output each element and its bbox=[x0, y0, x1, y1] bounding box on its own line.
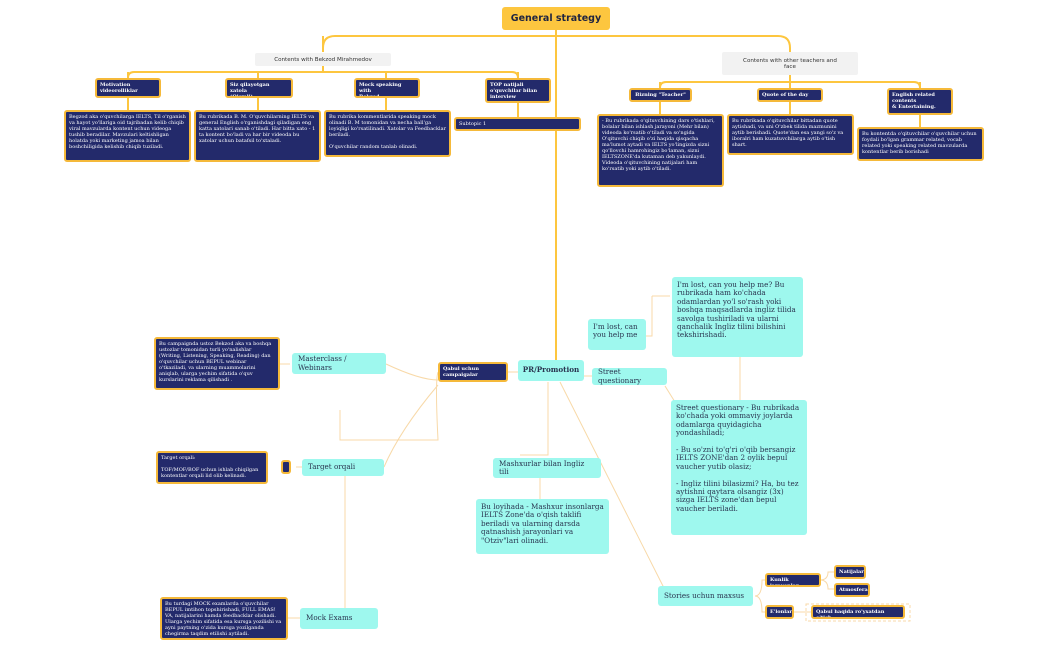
desc-quote-of-day[interactable]: Bu rubrikada o'qituvchilar bittadan quot… bbox=[727, 114, 854, 155]
branch-other-teachers[interactable]: Contents with other teachers and face bbox=[722, 52, 858, 75]
topic-mock-speaking[interactable]: Mock speaking with Bekzod Mirahmedov bbox=[354, 78, 420, 98]
topic-quote-of-day[interactable]: Quote of the day bbox=[757, 88, 823, 102]
topic-admission-registration[interactable]: Qabul haqida ro'yxatdan o'tish bbox=[811, 605, 905, 619]
topic-famous-english[interactable]: Mashxurlar bilan Ingliz tili bbox=[493, 458, 601, 478]
topic-qabul-campaigns[interactable]: Qabul uchun campaigalar bbox=[438, 362, 508, 382]
topic-masterclass[interactable]: Masterclass / Webinars bbox=[292, 353, 386, 374]
topic-our-teacher[interactable]: Bizning "Teacher" bbox=[629, 88, 692, 102]
topic-announcements[interactable]: E'lonlar bbox=[765, 605, 794, 619]
topic-target[interactable]: Target orqali bbox=[302, 459, 384, 476]
central-topic[interactable]: General strategy bbox=[502, 7, 610, 30]
desc-english-related[interactable]: Bu kontentda o'qituvchilar o'quvchilar u… bbox=[857, 127, 984, 161]
topic-mock-exams[interactable]: Mock Exams bbox=[300, 608, 378, 629]
desc-mock-exams[interactable]: Bu turdagi MOCK examlarda o'quvchilar BE… bbox=[160, 597, 288, 640]
topic-im-lost[interactable]: I'm lost, can you help me bbox=[588, 319, 646, 350]
topic-street-questionary[interactable]: Street questionary bbox=[592, 368, 667, 385]
topic-stories[interactable]: Stories uchun maxsus bbox=[658, 586, 753, 606]
desc-our-teacher[interactable]: - Bu rubrikada o'qituvchining dars o'tis… bbox=[597, 114, 724, 187]
desc-mistakes[interactable]: Bu rubrikada B. M. O'quvchilarning IELTS… bbox=[194, 110, 321, 162]
desc-mock-speaking[interactable]: Bu rubrika kommentlarida speaking mock o… bbox=[324, 110, 451, 157]
topic-mistakes[interactable]: Siz qilayotgan xatola (Qismli) bbox=[225, 78, 293, 98]
collapse-marker-icon[interactable] bbox=[281, 460, 291, 474]
subtopic-1[interactable]: Subtopic 1 bbox=[454, 117, 581, 131]
desc-masterclass[interactable]: Bu campaignda ustoz Bekzod aka va boshqa… bbox=[154, 337, 280, 390]
topic-motivation[interactable]: Motivation videorolliklar bbox=[95, 78, 161, 98]
topic-top-interview[interactable]: TOP natijali o'quvchilar bilan interview bbox=[485, 78, 551, 103]
desc-motivation[interactable]: Begzod aka o'quvchilarga IELTS, Til o'rg… bbox=[64, 110, 191, 162]
desc-im-lost[interactable]: I'm lost, can you help me? Bu rubrikada … bbox=[672, 277, 803, 357]
topic-results[interactable]: Natijalar bbox=[834, 565, 866, 579]
topic-english-related[interactable]: English related contents & Entertaining. bbox=[887, 88, 953, 115]
branch-bekzod-contents[interactable]: Contents with Bekzod Mirahmedov bbox=[255, 53, 391, 66]
desc-famous-english[interactable]: Bu loyihada - Mashxur insonlarga IELTS Z… bbox=[476, 499, 609, 554]
topic-atmosphere[interactable]: Atmosfera bbox=[834, 583, 870, 597]
desc-target[interactable]: Target orqali: TOF/MOF/BOF uchun ishlab … bbox=[156, 451, 268, 484]
topic-daily-process[interactable]: Kunlik jarayonlar bbox=[765, 573, 821, 587]
desc-street-questionary[interactable]: Street questionary - Bu rubrikada ko'cha… bbox=[671, 400, 807, 535]
topic-pr-promotion[interactable]: PR/Promotion bbox=[518, 360, 584, 381]
